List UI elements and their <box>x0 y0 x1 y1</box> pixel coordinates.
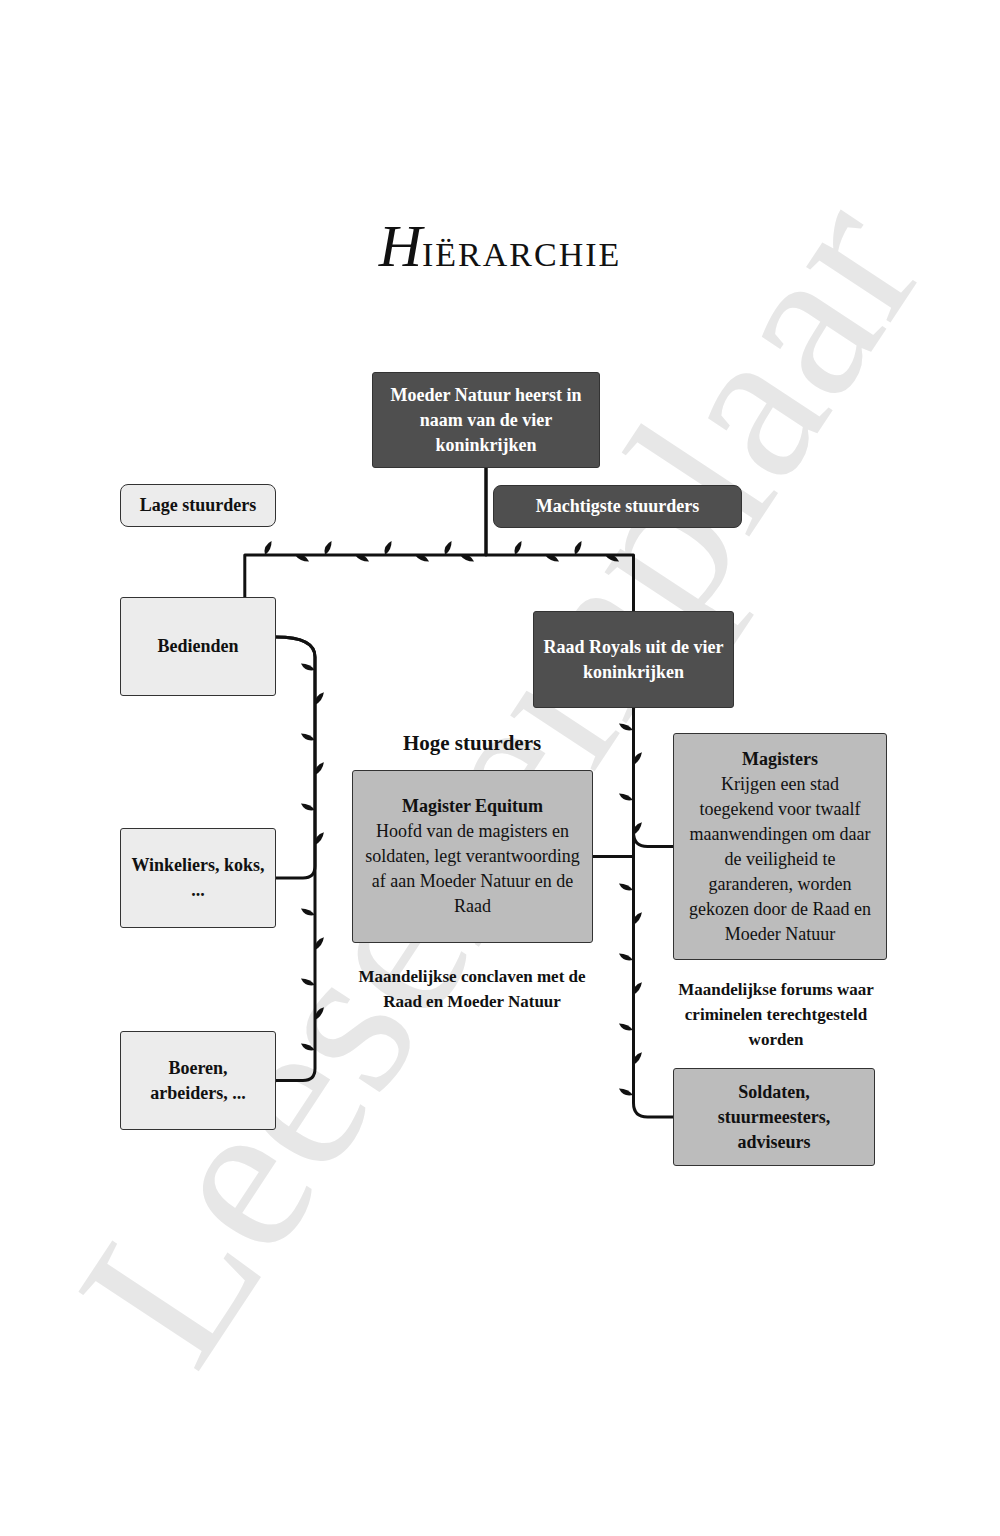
box-heading: Raad Royals uit de vier koninkrijken <box>543 635 724 685</box>
leaf <box>415 551 430 565</box>
box-heading: Machtigste stuurders <box>536 494 699 519</box>
rank-box: Boeren, arbeiders, ... <box>120 1031 276 1130</box>
council-box: Raad Royals uit de vier koninkrijken <box>533 611 734 708</box>
rank-box: Magister EquitumHoofd van de magisters e… <box>352 770 593 943</box>
note-text: Maandelijkse conclaven met de Raad en Mo… <box>357 964 587 1014</box>
box-body: Hoofd van de magisters en soldaten, legt… <box>362 819 583 919</box>
leaf <box>460 551 475 565</box>
leaf <box>300 800 315 814</box>
leaf <box>545 551 560 565</box>
leaf <box>511 540 525 555</box>
vine-connector <box>276 637 315 1081</box>
diagram-title: HIËRARCHIE <box>0 212 1000 281</box>
leaf <box>300 975 315 989</box>
leaf <box>618 1020 633 1034</box>
box-heading: Soldaten, stuurmeesters, adviseurs <box>683 1080 865 1155</box>
leaf <box>261 540 275 555</box>
leaf <box>300 905 315 919</box>
leaf <box>355 551 370 565</box>
leaf <box>618 950 633 964</box>
tier-label-box: Lage stuurders <box>120 484 276 527</box>
rank-box: Winkeliers, koks, ... <box>120 828 276 928</box>
rank-box: MagistersKrijgen een stad toegekend voor… <box>673 733 887 960</box>
vine-connector <box>593 708 634 857</box>
section-heading: Hoge stuurders <box>362 730 582 756</box>
leaf <box>630 981 645 995</box>
vine-connector <box>634 708 674 1117</box>
box-body: Krijgen een stad toegekend voor twaalf m… <box>683 772 877 947</box>
leaf <box>571 540 585 555</box>
box-heading: Lage stuurders <box>140 493 257 518</box>
rank-box: Soldaten, stuurmeesters, adviseurs <box>673 1068 875 1166</box>
box-heading: Moeder Natuur heerst in naam van de vier… <box>382 383 590 458</box>
vine-connector <box>276 637 315 878</box>
note-text: Maandelijkse forums waar criminelen tere… <box>666 977 886 1052</box>
leaf <box>630 821 645 835</box>
leaf <box>300 1040 315 1054</box>
ruler-box: Moeder Natuur heerst in naam van de vier… <box>372 372 600 468</box>
vine-connector <box>245 468 486 597</box>
box-heading: Magisters <box>742 747 818 772</box>
leaf <box>630 911 645 925</box>
leaf <box>630 751 645 765</box>
rank-box: Bedienden <box>120 597 276 696</box>
leaf <box>630 1051 645 1065</box>
leaf <box>295 551 310 565</box>
leaf <box>300 730 315 744</box>
leaf <box>300 660 315 674</box>
leaf <box>618 790 633 804</box>
leaf <box>321 540 335 555</box>
box-heading: Bedienden <box>157 634 238 659</box>
leaf <box>605 551 620 565</box>
leaf <box>618 1085 633 1099</box>
leaf <box>618 880 633 894</box>
box-heading: Magister Equitum <box>402 794 543 819</box>
box-heading: Boeren, arbeiders, ... <box>130 1056 266 1106</box>
vine-connector <box>634 708 674 847</box>
leaf <box>381 540 395 555</box>
leaf <box>441 540 455 555</box>
box-heading: Winkeliers, koks, ... <box>130 853 266 903</box>
leaf <box>618 720 633 734</box>
tier-label-box: Machtigste stuurders <box>493 485 742 528</box>
